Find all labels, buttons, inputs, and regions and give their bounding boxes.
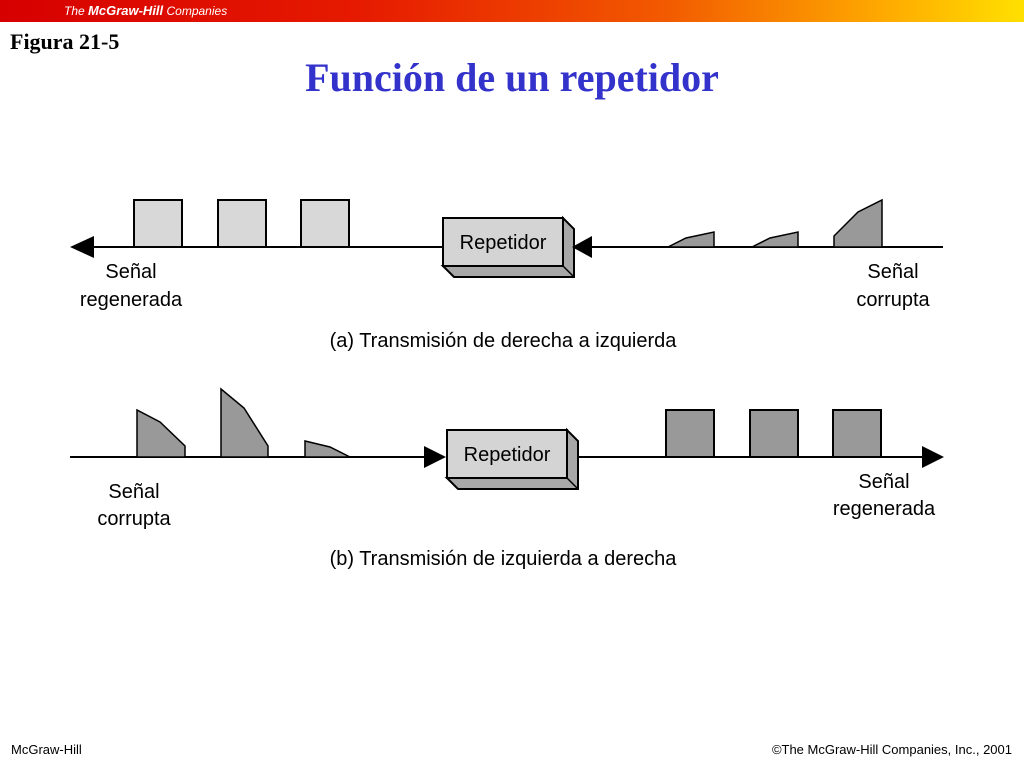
corrupted-pulse (667, 231, 715, 248)
right-label-line2: regenerada (833, 498, 936, 520)
corrupted-pulse (833, 198, 883, 248)
left-label-line2: regenerada (80, 289, 183, 311)
regenerated-pulse (832, 409, 882, 458)
publisher-suffix: Companies (166, 4, 228, 18)
corrupted-pulse (304, 440, 351, 458)
publisher-prefix: The (64, 4, 85, 18)
footer-copyright: ©The McGraw-Hill Companies, Inc., 2001 (771, 742, 1012, 757)
corrupted-pulse (136, 408, 186, 458)
right-label-line2: corrupta (856, 289, 930, 311)
regenerated-pulse (217, 199, 267, 248)
left-label-line1: Señal (105, 261, 156, 283)
panel-b: Repetidor Señal corrupta Señal regenerad… (70, 387, 944, 570)
caption-b: (b) Transmisión de izquierda a derecha (330, 548, 678, 570)
regenerated-pulse (133, 199, 183, 248)
repeater-label: Repetidor (460, 232, 547, 254)
arrowhead-left (70, 236, 94, 258)
repeater-box: Repetidor (444, 427, 579, 490)
publisher-brand: McGraw-Hill (88, 3, 164, 18)
corrupted-pulse (751, 231, 799, 248)
caption-a: (a) Transmisión de derecha a izquierda (330, 330, 678, 352)
corrupted-pulse (220, 387, 269, 458)
arrowhead-input (424, 446, 446, 468)
footer-publisher: McGraw-Hill (11, 742, 82, 757)
slide-title: Función de un repetidor (305, 55, 719, 100)
left-label-line2: corrupta (97, 508, 171, 530)
right-label-line1: Señal (867, 261, 918, 283)
repeater-label: Repetidor (464, 444, 551, 466)
arrowhead-input (572, 236, 592, 258)
left-label-line1: Señal (108, 481, 159, 503)
right-label-line1: Señal (858, 471, 909, 493)
figure-label: Figura 21-5 (10, 29, 120, 54)
arrowhead-right (922, 446, 944, 468)
regenerated-pulse (665, 409, 715, 458)
publisher-banner: The McGraw-Hill Companies (0, 0, 1024, 22)
panel-a: Repetidor Señal regenerada Señal corrupt… (70, 198, 943, 352)
regenerated-pulse (300, 199, 350, 248)
publisher-logo-text: The McGraw-Hill Companies (64, 3, 227, 18)
regenerated-pulse (749, 409, 799, 458)
repeater-box: Repetidor (440, 215, 575, 278)
